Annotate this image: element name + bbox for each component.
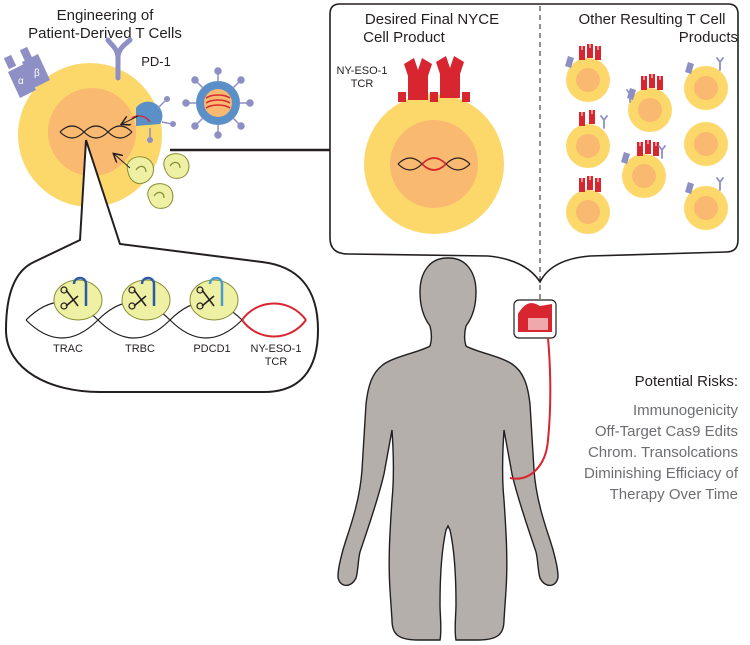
gene-label-nyeso-line2: TCR <box>265 356 288 368</box>
risk-item: Diminishing Efficiacy of <box>584 465 739 482</box>
other-title-line2: Products <box>679 29 738 46</box>
desired-title-line1: Desired Final NYCE <box>365 11 499 28</box>
cas9-entry-arrow <box>114 154 131 169</box>
gene-edit-callout <box>4 139 320 393</box>
patient-silhouette <box>337 257 559 641</box>
risk-item: Off-Target Cas9 Edits <box>595 423 738 440</box>
nyeso-tcr-cluster <box>398 56 470 102</box>
lentivirus-icon <box>182 67 254 139</box>
desired-tcr-label-line2: TCR <box>351 78 374 90</box>
alpha-beta-tcr: α β <box>3 46 50 98</box>
gene-label-nyeso-line1: NY-ESO-1 <box>251 343 302 355</box>
vector-entry-arrow <box>122 115 139 124</box>
pd1-receptor <box>105 37 133 81</box>
gene-label-pdcd1: PDCD1 <box>193 343 230 355</box>
risk-item: Immunogenicity <box>633 402 739 419</box>
engineering-title-line2: Patient-Derived T Cells <box>28 25 182 42</box>
nyce-cell <box>364 94 504 234</box>
risks-heading: Potential Risks: <box>635 373 738 390</box>
cas9-rnp-icon <box>126 153 190 209</box>
viral-vector-icon <box>131 96 176 143</box>
infusion-bag-icon <box>509 299 557 480</box>
beta-label: β <box>34 68 40 79</box>
risk-item: Chrom. Transolcations <box>588 444 738 461</box>
risk-item: Therapy Over Time <box>610 486 738 503</box>
gene-label-trbc: TRBC <box>125 343 155 355</box>
other-cell <box>684 122 728 166</box>
alpha-label: α <box>18 76 24 87</box>
engineering-title-line1: Engineering of <box>57 7 155 24</box>
desired-tcr-label-line1: NY-ESO-1 <box>337 65 388 77</box>
gene-label-trac: TRAC <box>53 343 83 355</box>
desired-title-line2: Cell Product <box>363 29 446 46</box>
other-title-line1: Other Resulting T Cell <box>578 11 725 28</box>
pd1-label: PD-1 <box>141 54 171 69</box>
